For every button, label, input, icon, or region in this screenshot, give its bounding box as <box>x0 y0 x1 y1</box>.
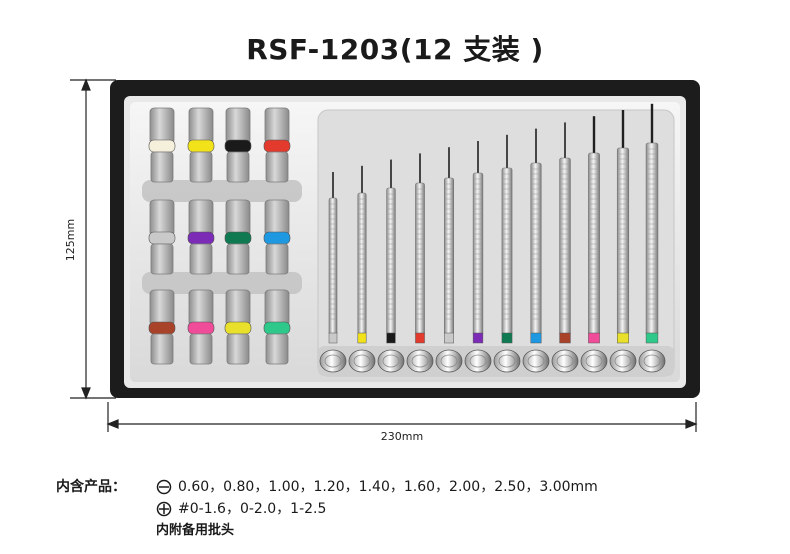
screwdriver <box>464 141 492 373</box>
width-dimension <box>106 402 698 432</box>
contents-list: 内含产品： 0.60，0.80，1.00，1.20，1.40，1.60，2.00… <box>56 476 598 542</box>
screwdriver <box>348 165 376 373</box>
bit-holder <box>187 289 215 365</box>
bit-holder <box>148 199 176 275</box>
bit-holder <box>263 289 291 365</box>
height-dimension <box>70 78 116 400</box>
contents-label: 内含产品： <box>56 479 126 495</box>
screwdriver <box>609 110 637 373</box>
bit-holder <box>187 107 215 183</box>
screwdriver <box>551 122 579 373</box>
screwdriver <box>580 116 608 373</box>
bit-holder <box>224 289 252 365</box>
bit-holder-grid <box>148 107 291 365</box>
screwdriver <box>377 159 405 373</box>
phillips-icon <box>156 501 172 517</box>
bit-holder <box>224 199 252 275</box>
bit-holder <box>148 289 176 365</box>
slotted-icon <box>156 479 172 495</box>
width-label: 230mm <box>381 430 423 443</box>
bit-holder <box>263 199 291 275</box>
bit-holder <box>263 107 291 183</box>
screwdriver <box>638 103 666 373</box>
bit-holder <box>187 199 215 275</box>
screwdriver <box>435 147 463 373</box>
screwdriver <box>522 128 550 373</box>
bit-holder <box>148 107 176 183</box>
screwdriver <box>319 172 347 373</box>
accessory-note: 内附备用批头 <box>156 523 235 538</box>
bit-holder <box>224 107 252 183</box>
phillips-sizes: #0-1.6，0-2.0，1-2.5 <box>178 501 327 517</box>
slotted-sizes: 0.60，0.80，1.00，1.20，1.40，1.60，2.00，2.50，… <box>178 479 598 495</box>
height-label: 125mm <box>64 219 77 261</box>
screwdriver-set <box>319 103 666 373</box>
screwdriver <box>493 134 521 373</box>
screwdriver <box>406 153 434 373</box>
product-title: RSF-1203(12 支装 ) <box>246 33 544 66</box>
